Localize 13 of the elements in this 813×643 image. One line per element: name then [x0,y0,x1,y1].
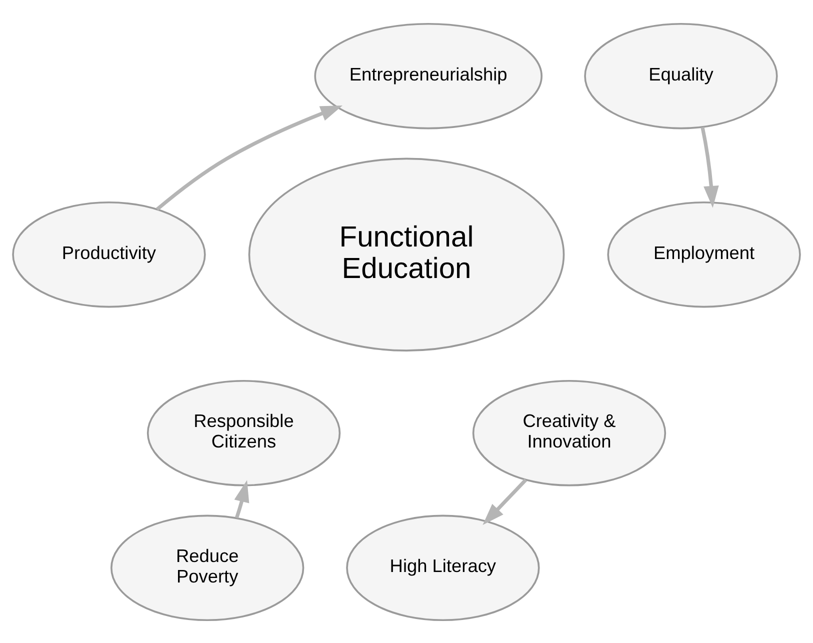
node-ellipse: High Literacy [346,514,540,621]
node-ellipse: Productivity [12,200,206,308]
node-ellipse: Functional Education [248,157,565,351]
node-ellipse: Responsible Citizens [146,379,341,486]
arrow [700,126,719,208]
arrow [482,478,528,525]
node-ellipse: Employment [607,200,801,308]
node-ellipse: Reduce Poverty [110,514,304,621]
node-ellipse: Entrepreneurialship [314,22,543,129]
node-ellipse: Equality [584,22,778,129]
arrow [156,105,343,210]
node-ellipse: Creativity & Innovation [472,379,666,486]
arrow [234,480,250,518]
